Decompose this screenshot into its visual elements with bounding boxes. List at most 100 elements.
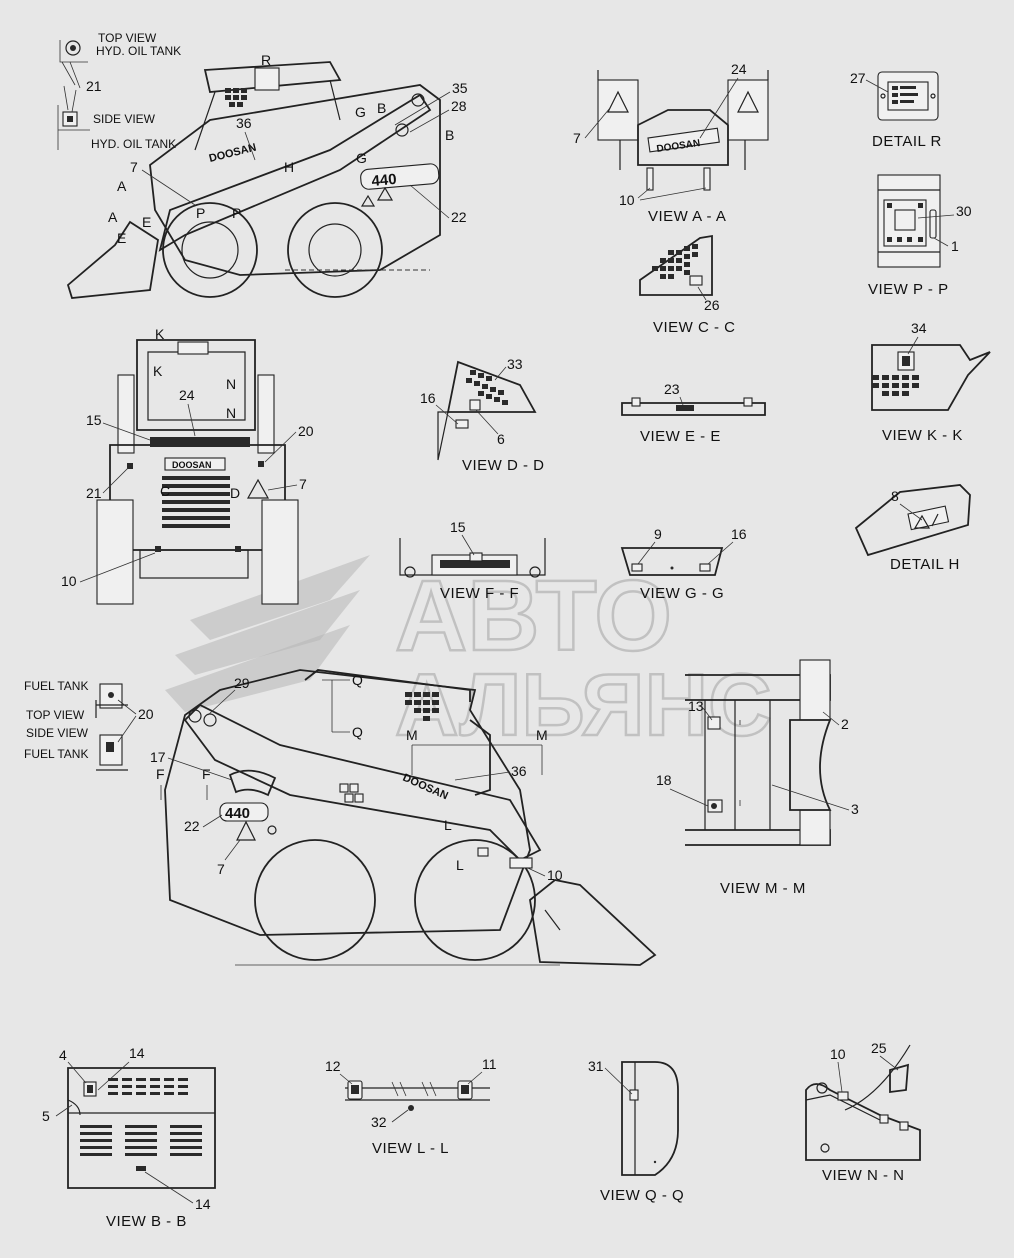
callout-29: 29	[234, 675, 250, 691]
marker-N2: N	[226, 405, 236, 421]
callout-26: 26	[704, 297, 720, 313]
callout-10-bottom: 10	[547, 867, 563, 883]
callout-20-front: 20	[298, 423, 314, 439]
loader-side-view-top: 21 TOP VIEW HYD. OIL TANK SIDE VIEW HYD.…	[57, 31, 468, 299]
callout-4: 4	[59, 1047, 67, 1063]
watermark-line2: АЛЬЯНС	[395, 655, 772, 754]
view-b-b: 4 14 5 14 VIEW B - B	[42, 1045, 216, 1230]
note-top-view: TOP VIEW	[98, 31, 157, 45]
marker-L1: L	[444, 817, 452, 833]
callout-6: 6	[497, 431, 505, 447]
marker-D1: D	[230, 485, 240, 501]
marker-C1: C	[160, 483, 170, 499]
caption-view-pp: VIEW P - P	[868, 281, 949, 298]
callout-7-bottom: 7	[217, 861, 225, 877]
model-badge-bottom: 440	[225, 805, 250, 822]
loader-side-view-bottom: FUEL TANK TOP VIEW SIDE VIEW FUEL TANK 2…	[24, 669, 657, 966]
view-a-a: DOOSAN 24 7 10 VIEW A - A	[573, 61, 769, 225]
callout-17: 17	[150, 749, 166, 765]
marker-M2: M	[536, 727, 548, 743]
marker-E2: E	[117, 230, 126, 246]
watermark-line1: АВТО	[395, 560, 672, 672]
caption-view-cc: VIEW C - C	[653, 319, 736, 336]
callout-10-aa: 10	[619, 192, 635, 208]
view-k-k: 34 VIEW K - K	[871, 320, 991, 444]
callout-24-front: 24	[179, 387, 195, 403]
marker-R: R	[261, 52, 271, 68]
caption-detail-r: DETAIL R	[872, 133, 942, 150]
callout-34: 34	[911, 320, 927, 336]
marker-B2: B	[445, 127, 454, 143]
marker-G2: G	[356, 150, 367, 166]
view-p-p: 30 1 VIEW P - P	[868, 174, 972, 298]
view-g-g: 9 16 VIEW G - G	[620, 526, 747, 602]
callout-11: 11	[482, 1056, 497, 1072]
callout-5: 5	[42, 1108, 50, 1124]
view-d-d: 33 16 6 VIEW D - D	[420, 356, 545, 474]
callout-15-ff: 15	[450, 519, 466, 535]
callout-15-front: 15	[86, 412, 102, 428]
view-l-l: 12 11 32 VIEW L - L	[325, 1056, 497, 1157]
callout-36-bottom: 36	[511, 763, 527, 779]
note-top-view-2: TOP VIEW	[26, 708, 85, 722]
marker-Q1: Q	[352, 672, 363, 688]
callout-14-bottom: 14	[195, 1196, 211, 1212]
callout-21-top: 21	[86, 78, 102, 94]
marker-M1: M	[406, 727, 418, 743]
model-badge-top: 440	[371, 171, 397, 190]
callout-12: 12	[325, 1058, 341, 1074]
callout-18: 18	[656, 772, 672, 788]
marker-A2: A	[108, 209, 118, 225]
detail-h: 8 DETAIL H	[854, 484, 971, 573]
caption-view-dd: VIEW D - D	[462, 457, 545, 474]
note-hyd-oil-tank-1: HYD. OIL TANK	[96, 44, 181, 58]
loader-front-view: DOOSAN K K N N C D 24 15 20 21 7 10	[61, 326, 314, 605]
callout-25: 25	[871, 1040, 887, 1056]
brand-label-arm-bottom: DOOSAN	[401, 772, 450, 803]
marker-G1: G	[355, 104, 366, 120]
note-fuel-tank-1: FUEL TANK	[24, 679, 88, 693]
marker-N1: N	[226, 376, 236, 392]
note-hyd-oil-tank-2: HYD. OIL TANK	[91, 137, 176, 151]
caption-view-ff: VIEW F - F	[440, 585, 519, 602]
callout-35: 35	[452, 80, 468, 96]
caption-view-ee: VIEW E - E	[640, 428, 721, 445]
caption-view-kk: VIEW K - K	[882, 427, 963, 444]
callout-7-front: 7	[299, 476, 307, 492]
callout-22-top: 22	[451, 209, 467, 225]
caption-view-aa: VIEW A - A	[648, 208, 726, 225]
marker-K1: K	[155, 326, 165, 342]
view-n-n: 10 25 VIEW N - N	[805, 1040, 921, 1184]
callout-22-bottom: 22	[184, 818, 200, 834]
caption-view-nn: VIEW N - N	[822, 1167, 905, 1184]
callout-3: 3	[851, 801, 859, 817]
callout-10-front: 10	[61, 573, 77, 589]
view-f-f: 15 VIEW F - F	[399, 519, 546, 602]
callout-27: 27	[850, 70, 866, 86]
callout-8: 8	[891, 488, 899, 504]
caption-view-bb: VIEW B - B	[106, 1213, 187, 1230]
marker-K2: K	[153, 363, 163, 379]
marker-F2: F	[202, 766, 211, 782]
callout-16-dd: 16	[420, 390, 436, 406]
callout-31: 31	[588, 1058, 604, 1074]
callout-24-aa: 24	[731, 61, 747, 77]
callout-30: 30	[956, 203, 972, 219]
caption-detail-h: DETAIL H	[890, 556, 960, 573]
caption-view-ll: VIEW L - L	[372, 1140, 449, 1157]
callout-21-front: 21	[86, 485, 102, 501]
brand-label-front: DOOSAN	[172, 460, 212, 470]
callout-28: 28	[451, 98, 467, 114]
callout-7-aa: 7	[573, 130, 581, 146]
detail-r: 27 DETAIL R	[850, 70, 942, 150]
view-q-q: 31 VIEW Q - Q	[588, 1058, 684, 1204]
callout-20-bottom: 20	[138, 706, 154, 722]
callout-13: 13	[688, 698, 704, 714]
note-side-view-2: SIDE VIEW	[26, 726, 89, 740]
caption-view-gg: VIEW G - G	[640, 585, 724, 602]
callout-1: 1	[951, 238, 959, 254]
note-fuel-tank-2: FUEL TANK	[24, 747, 88, 761]
marker-F1: F	[156, 766, 165, 782]
view-m-m: 13 2 18 3 VIEW M - M	[656, 659, 859, 897]
